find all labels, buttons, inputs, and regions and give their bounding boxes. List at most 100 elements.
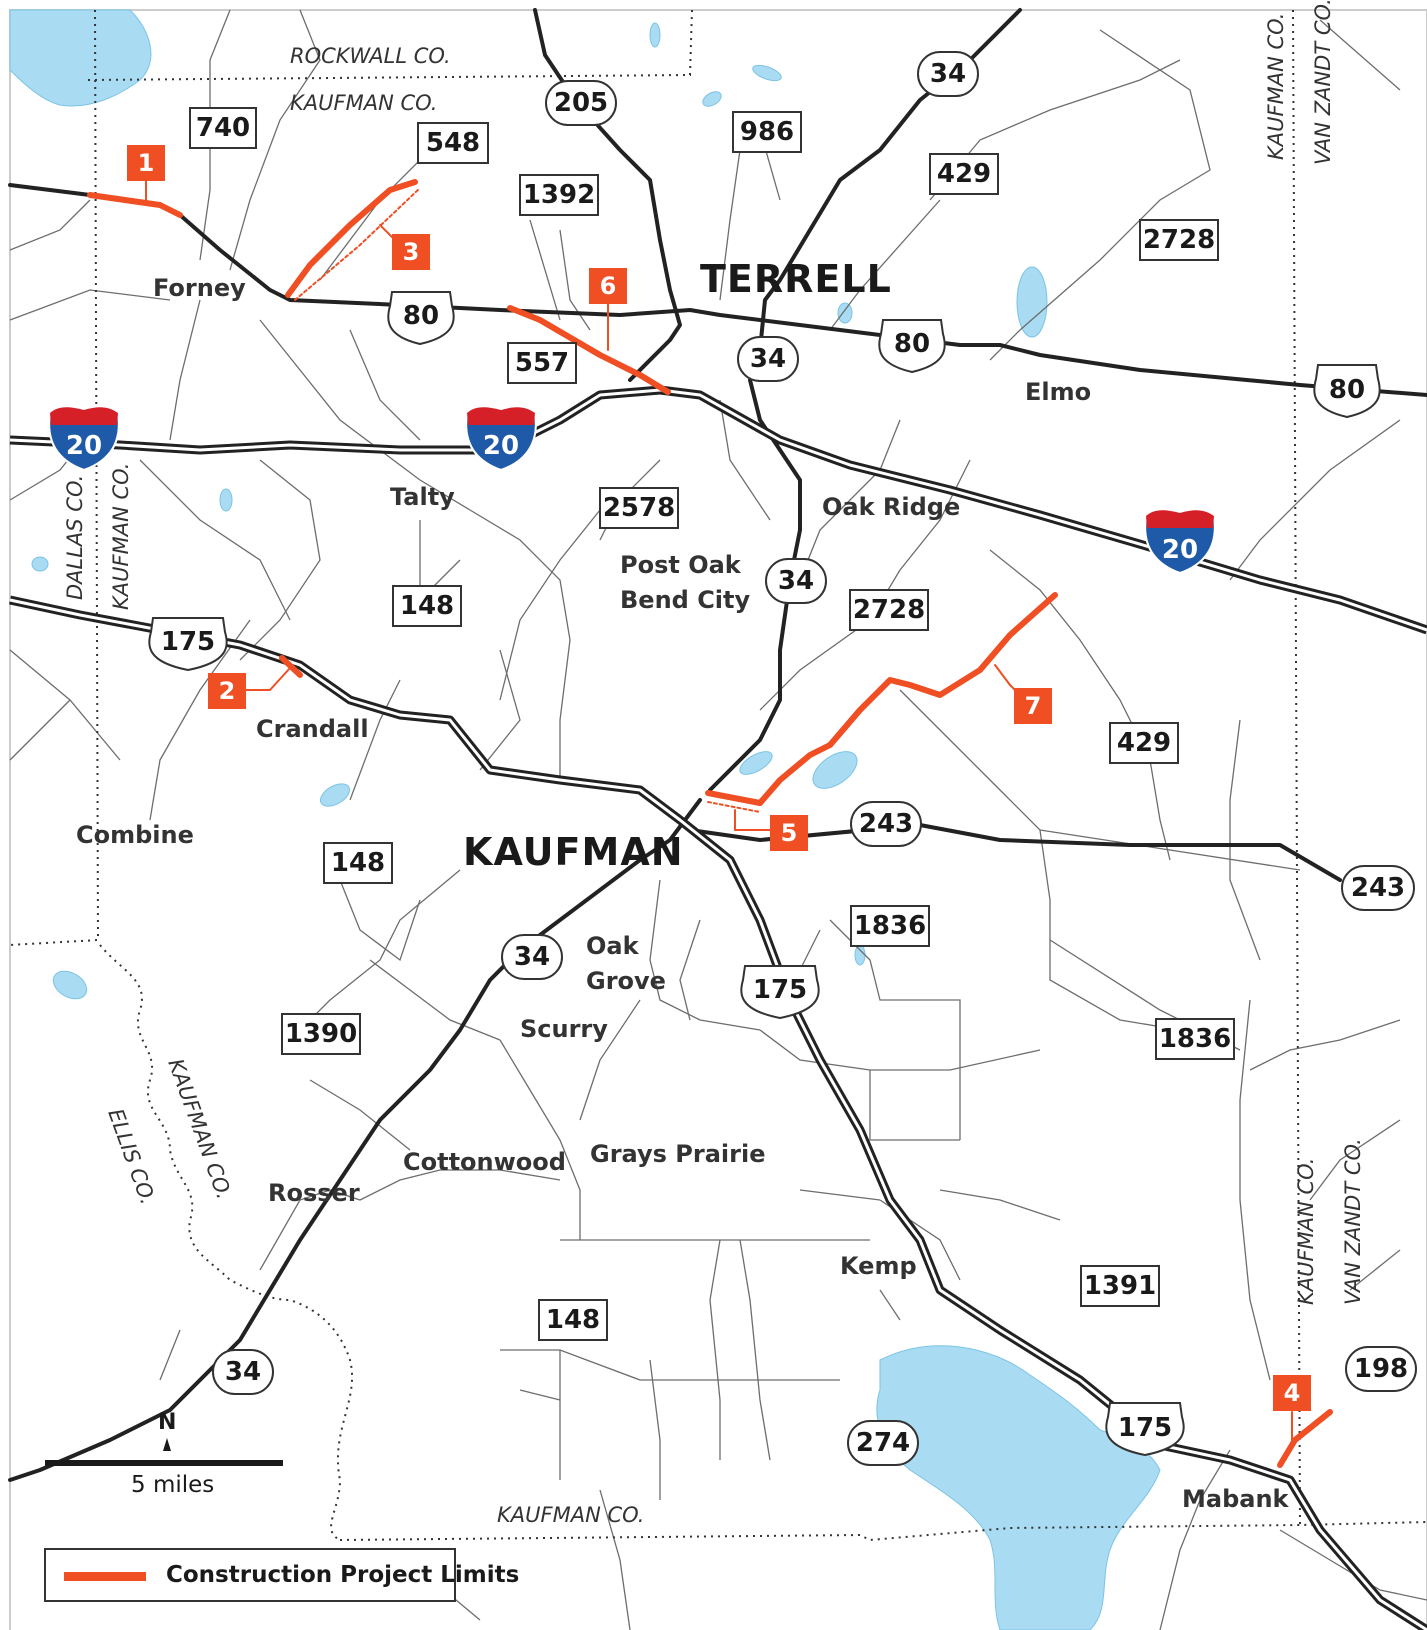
svg-text:198: 198 (1354, 1354, 1408, 1384)
county-rockwall: ROCKWALL CO. (290, 44, 451, 68)
legend-label: Construction Project Limits (166, 1562, 520, 1588)
us-route-shields: 205 34 34 34 243 243 34 198 34 274 (212, 51, 1417, 1466)
city-kaufman: KAUFMAN (463, 830, 684, 874)
project-line-5 (705, 790, 763, 806)
svg-text:3: 3 (403, 238, 420, 266)
svg-text:175: 175 (161, 627, 215, 657)
county-vanzandt-se: VAN ZANDT CO. (1341, 1138, 1365, 1305)
town-rosser: Rosser (268, 1179, 360, 1207)
svg-text:6: 6 (600, 272, 617, 300)
svg-text:2578: 2578 (603, 493, 675, 523)
svg-text:740: 740 (196, 113, 250, 143)
shield-fm2578: 2578 (599, 487, 679, 529)
water-bodies (9, 9, 1161, 1630)
town-kemp: Kemp (840, 1252, 917, 1280)
shield-fm2728-s: 2728 (849, 589, 929, 631)
north-arrow-icon (163, 1438, 171, 1451)
county-kaufman-w: KAUFMAN CO. (109, 463, 133, 610)
town-post-oak: Post Oak (620, 551, 742, 579)
town-oak: Oak (586, 932, 640, 960)
svg-text:986: 986 (740, 117, 794, 147)
town-oak-ridge: Oak Ridge (822, 493, 960, 521)
shield-fm148-s: 148 (538, 1299, 608, 1341)
town-bend-city: Bend City (620, 586, 751, 614)
svg-text:243: 243 (1351, 873, 1405, 903)
scale-bar: 5 miles (45, 1460, 285, 1540)
project-badge-3: 3 (392, 234, 430, 270)
pond-11 (31, 556, 49, 572)
north-arrow: N (158, 1410, 182, 1456)
shield-us34-n: 34 (917, 51, 979, 97)
svg-text:148: 148 (400, 591, 454, 621)
svg-text:20: 20 (483, 431, 519, 461)
svg-text:5: 5 (781, 819, 798, 847)
svg-text:1391: 1391 (1084, 1271, 1156, 1301)
shield-sh243-e: 243 (1341, 865, 1415, 911)
shield-fm548: 548 (417, 122, 489, 164)
pond-9 (837, 302, 853, 324)
svg-text:34: 34 (514, 942, 550, 972)
pond-10 (219, 488, 233, 512)
svg-text:2: 2 (219, 677, 236, 705)
town-mabank: Mabank (1182, 1485, 1290, 1513)
shield-sh274: 274 (847, 1420, 919, 1466)
project-line-2 (279, 655, 303, 678)
svg-text:80: 80 (894, 329, 930, 359)
svg-text:557: 557 (515, 348, 569, 378)
pond-3 (739, 751, 773, 775)
shield-i20-w: 20 (48, 406, 120, 472)
svg-text:34: 34 (750, 344, 786, 374)
shield-fm557: 557 (507, 342, 577, 384)
svg-text:148: 148 (331, 848, 385, 878)
town-combine: Combine (76, 821, 194, 849)
svg-text:1836: 1836 (854, 911, 926, 941)
town-scurry: Scurry (520, 1015, 608, 1043)
town-crandall: Crandall (256, 715, 369, 743)
us-highway-shields: 80 80 80 175 175 175 (148, 291, 1381, 1457)
svg-text:429: 429 (1117, 728, 1171, 758)
shield-us205: 205 (545, 80, 617, 126)
city-terrell: TERRELL (700, 257, 892, 301)
town-grove: Grove (586, 967, 666, 995)
shield-fm1392: 1392 (519, 174, 599, 216)
north-label: N (158, 1410, 177, 1435)
project-arrow-3 (294, 187, 421, 301)
town-cottonwood: Cottonwood (403, 1148, 566, 1176)
svg-text:34: 34 (930, 59, 966, 89)
project-badge-7: 7 (1014, 688, 1052, 724)
pond-7 (702, 91, 722, 107)
svg-text:34: 34 (778, 566, 814, 596)
shield-fm740: 740 (189, 107, 257, 149)
project-badges: 1 3 6 2 7 5 4 (127, 145, 1311, 1411)
pond-12 (854, 944, 866, 966)
cedar-creek-reservoir (876, 1345, 1161, 1630)
shield-sh198: 198 (1345, 1346, 1417, 1392)
county-dallas: DALLAS CO. (63, 475, 87, 600)
town-talty: Talty (390, 483, 455, 511)
svg-text:20: 20 (1162, 535, 1198, 565)
svg-text:34: 34 (225, 1357, 261, 1387)
county-kaufman-ne: KAUFMAN CO. (1264, 13, 1288, 160)
county-kaufman-n: KAUFMAN CO. (290, 91, 437, 115)
construction-projects (87, 174, 1333, 1468)
svg-text:1390: 1390 (285, 1019, 357, 1049)
shield-us175-c: 175 (740, 965, 820, 1020)
county-kaufman-s: KAUFMAN CO. (497, 1503, 644, 1527)
legend: Construction Project Limits (44, 1548, 519, 1602)
project-badge-4: 4 (1273, 1375, 1311, 1411)
shield-i20-c: 20 (465, 406, 537, 472)
svg-text:175: 175 (753, 975, 807, 1005)
shield-fm1391: 1391 (1080, 1265, 1160, 1307)
pond-5 (52, 970, 88, 1000)
shield-us80-w: 80 (387, 291, 455, 346)
project-line-7 (757, 592, 1058, 806)
svg-text:548: 548 (426, 128, 480, 158)
shield-fm148-m: 148 (323, 842, 393, 884)
project-badge-6: 6 (589, 268, 627, 304)
shield-fm429-n: 429 (929, 153, 999, 195)
shield-us175-w: 175 (148, 617, 228, 672)
shield-i20-e: 20 (1144, 509, 1216, 575)
svg-text:2728: 2728 (1143, 225, 1215, 255)
fm-shields: 740 548 1392 986 429 2728 557 2578 2728 … (189, 107, 1235, 1341)
